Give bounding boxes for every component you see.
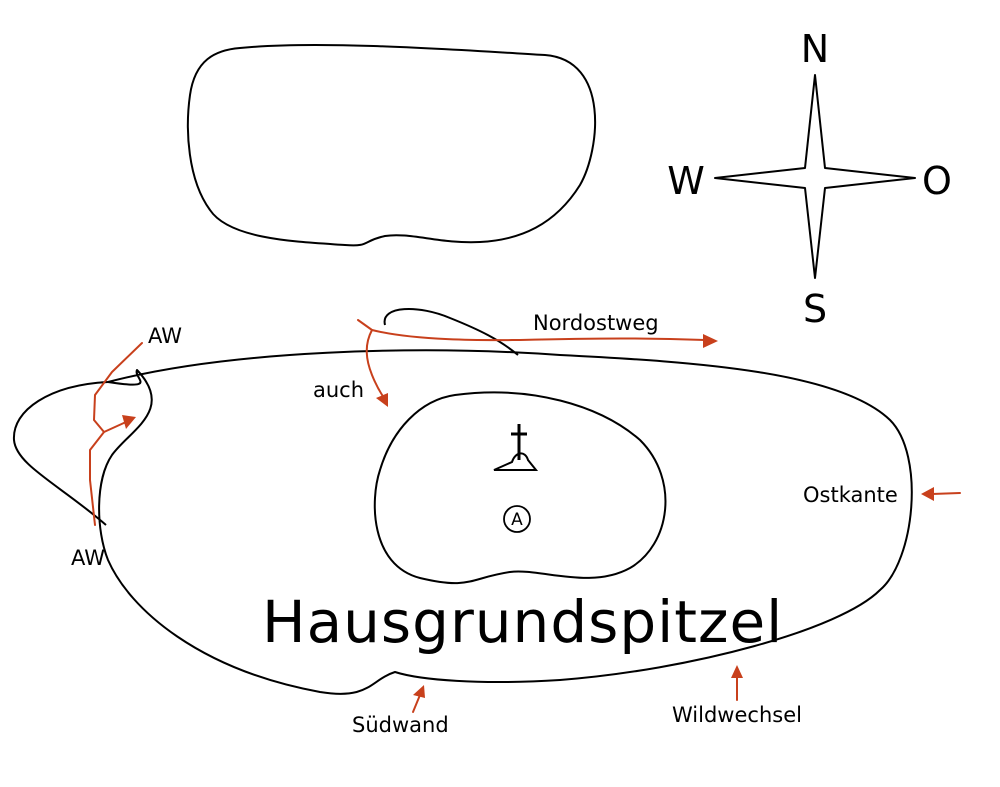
- compass-south: S: [803, 287, 827, 331]
- main-massif-outline: [98, 349, 913, 695]
- route-auch: [365, 329, 385, 399]
- label-wildwechsel: Wildwechsel: [672, 703, 802, 727]
- route-aw: [89, 342, 143, 526]
- summit-cross-icon: [493, 424, 539, 471]
- north-knob-outline: [383, 308, 519, 356]
- label-nordostweg: Nordostweg: [533, 311, 659, 335]
- inner-summit-contour: [373, 391, 667, 585]
- map-title: Hausgrundspitzel: [262, 588, 783, 656]
- summit-marker: A: [503, 505, 531, 533]
- route-aw-branch: [103, 421, 127, 433]
- compass-rose-icon: N S W O: [667, 27, 952, 331]
- compass-west: W: [667, 159, 705, 203]
- label-aw-top: AW: [148, 324, 182, 348]
- western-spur-outline: [12, 381, 109, 526]
- label-ostkante: Ostkante: [803, 483, 898, 507]
- route-suedwand-arrow: [412, 694, 421, 713]
- upper-rock-outline: [186, 44, 597, 247]
- label-auch: auch: [313, 378, 364, 402]
- label-suedwand: Südwand: [352, 713, 449, 737]
- compass-north: N: [801, 27, 829, 71]
- label-aw-bottom: AW: [71, 546, 105, 570]
- route-nordostweg: [357, 319, 706, 342]
- svg-text:A: A: [511, 510, 523, 530]
- route-ostkante-arrow: [931, 492, 961, 495]
- compass-east: O: [922, 159, 952, 203]
